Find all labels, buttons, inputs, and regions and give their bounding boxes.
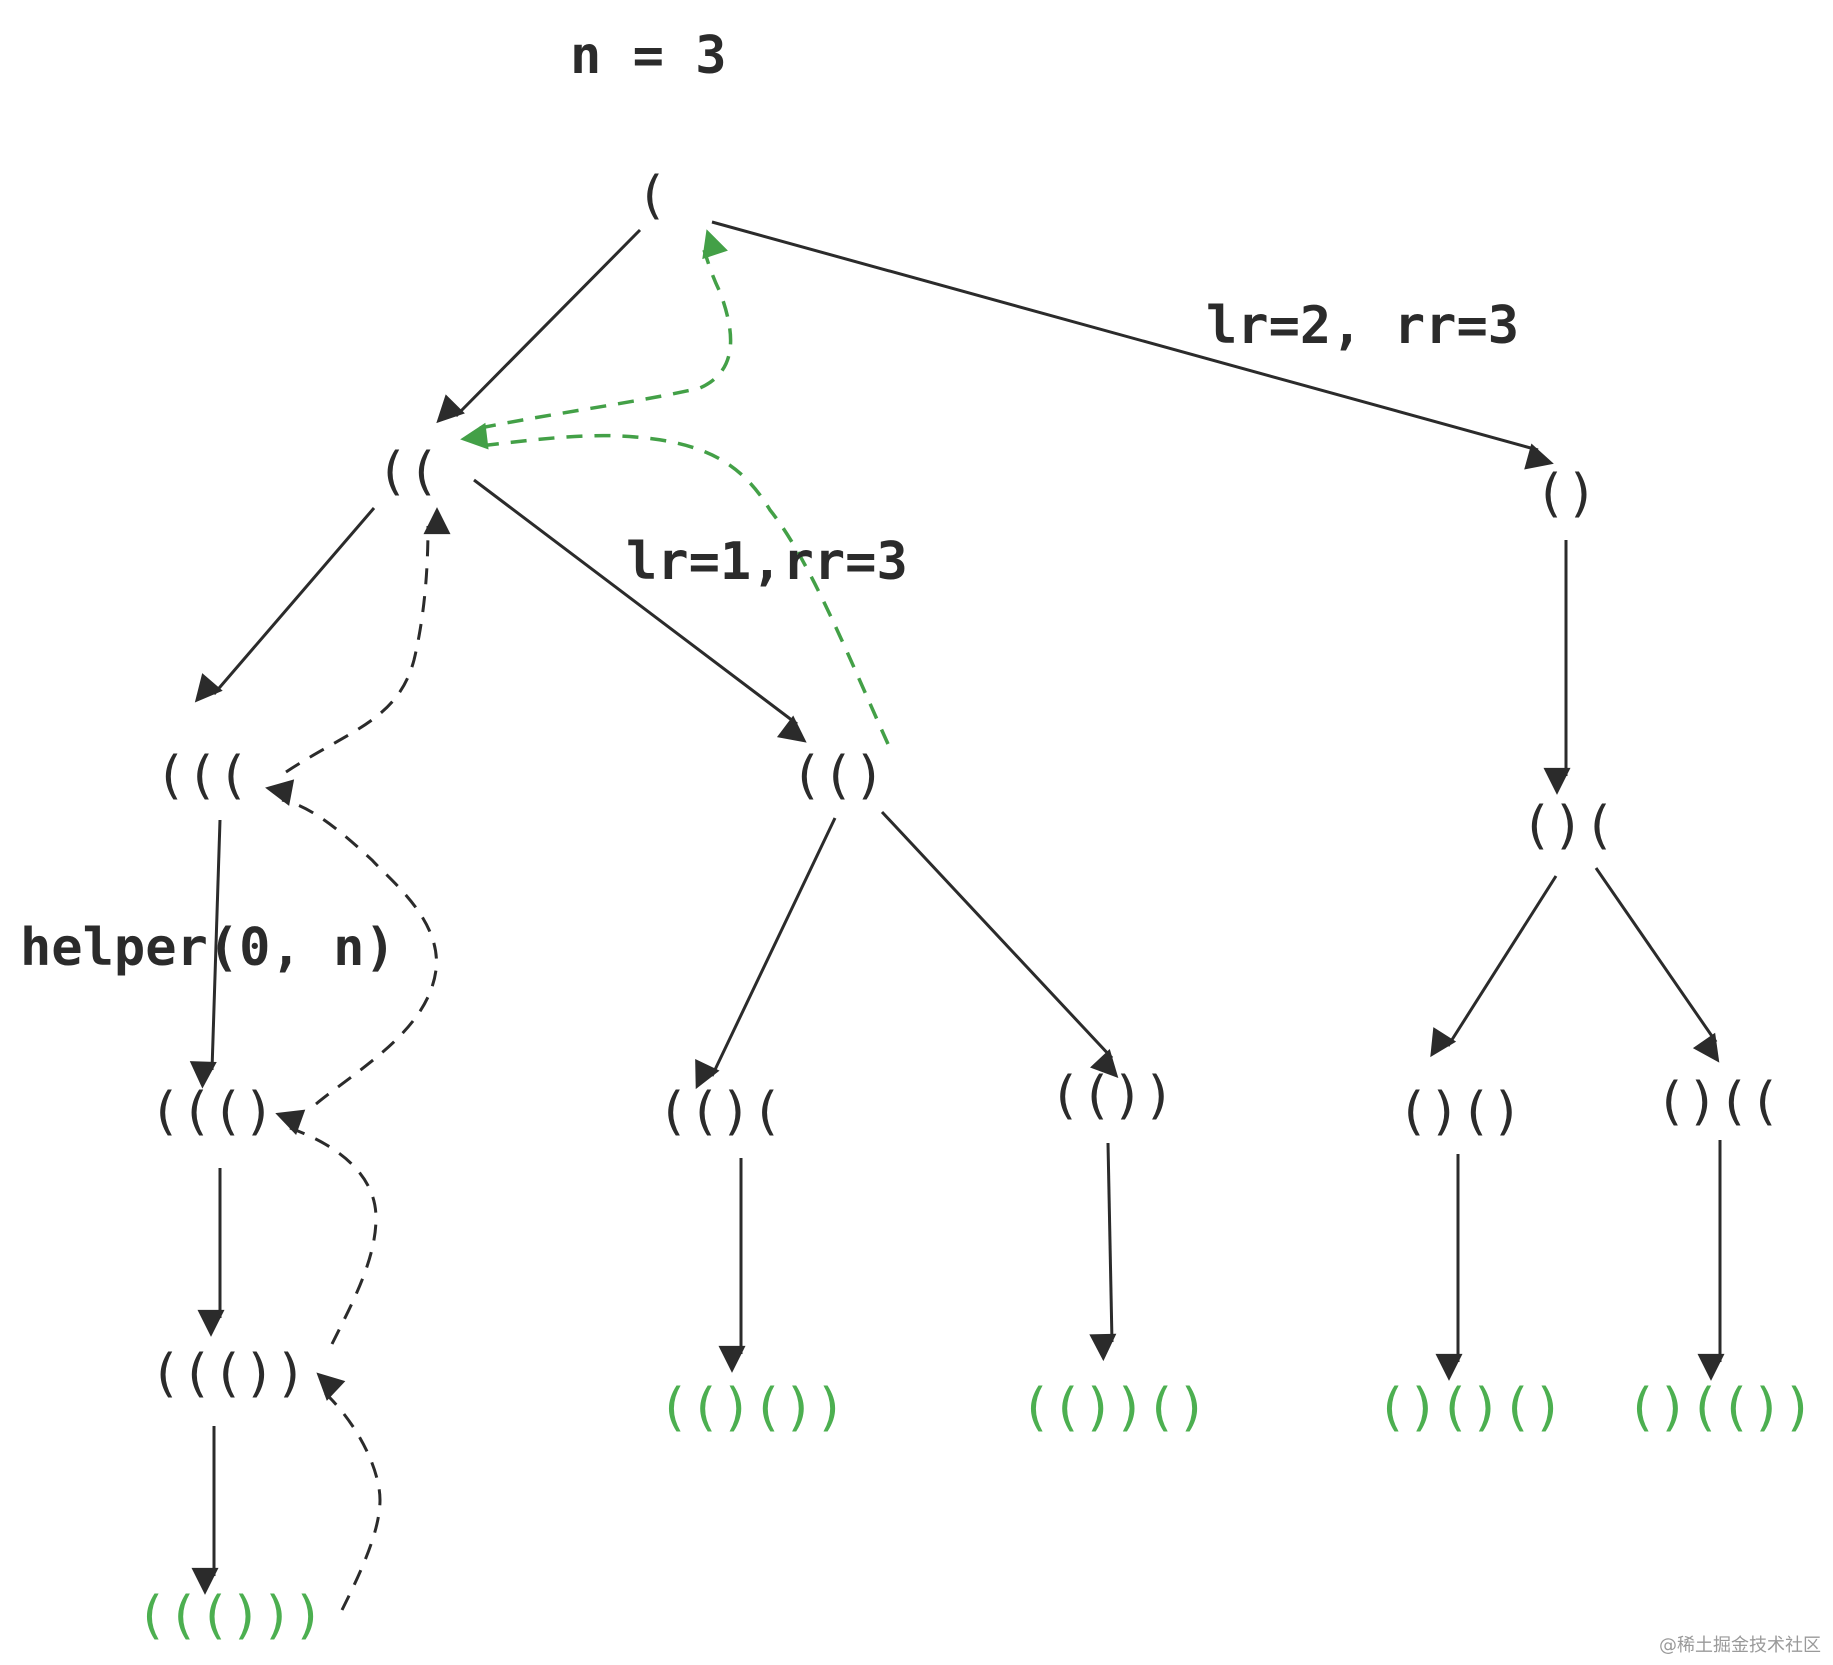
backtrack-cc-rp-to-cc-green (460, 422, 890, 745)
node-lp-rp-lp-lp: ()(( (1655, 1072, 1781, 1132)
node-cc-rp-rp: (()) (1049, 1066, 1175, 1126)
problem-title: n = 3 (570, 26, 727, 86)
backtrack-result-to-ccc-rp-rp (316, 1372, 382, 1611)
edge-cc-cc-rp (473, 478, 807, 743)
edge-label-root-right: lr=2, rr=3 (1206, 296, 1520, 356)
result-leaf: (())() (1020, 1378, 1208, 1438)
node-root: ( (636, 166, 668, 226)
edge-cc-ccc (194, 507, 376, 703)
node-lp-rp-lp: ()( (1521, 796, 1615, 856)
result-leaf: ()()() (1376, 1378, 1564, 1438)
watermark: @稀土掘金技术社区 (1659, 1635, 1821, 1656)
node-lp-rp: () (1534, 464, 1598, 524)
edge-root-cc (436, 228, 642, 424)
backtrack-ccc-rp-rp-to-cc-rp (275, 1109, 378, 1345)
node-cc-rp: (() (791, 746, 885, 806)
edge-ccc-ccc-rp (189, 819, 222, 1089)
result-leaf: (()()) (658, 1378, 846, 1438)
edge-root-lp-rp (711, 220, 1554, 470)
backtrack-ccc-to-cc (285, 507, 451, 774)
node-ccc-rp: ((() (149, 1082, 275, 1142)
edge-cc-rp-cc-rp-lp (695, 817, 837, 1090)
edge-lp-rp-lp-left (1430, 875, 1558, 1058)
node-lp-rp-lp-rp: ()() (1397, 1082, 1523, 1142)
node-ccc-rp-rp: ((()) (149, 1344, 307, 1404)
node-cc-rp-lp: (()( (657, 1082, 783, 1142)
edge-cc-rp-cc-rp-rp (880, 810, 1119, 1078)
backtrack-cc-rp-to-ccc (265, 779, 438, 1106)
result-leaf: ()(()) (1626, 1378, 1814, 1438)
node-cc: (( (376, 442, 440, 502)
result-leaf: ((())) (136, 1586, 324, 1646)
edge-cc-rp-rp-result (1089, 1142, 1117, 1362)
backtrack-cc-to-root-green (479, 229, 733, 430)
edge-lp-rp-lp-right (1594, 867, 1720, 1063)
node-ccc: ((( (155, 746, 249, 806)
edge-label-cc-right: lr=1,rr=3 (626, 532, 908, 592)
edge-label-helper: helper(0, n) (20, 918, 396, 978)
